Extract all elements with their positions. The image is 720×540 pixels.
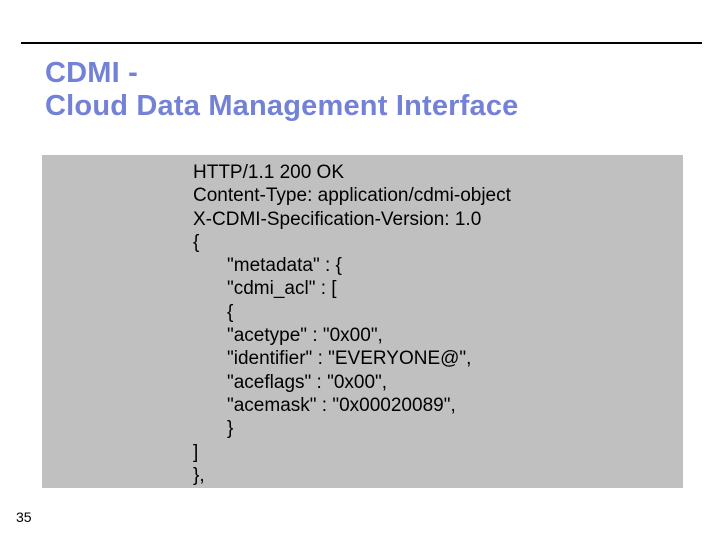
code-line: "identifier" : "EVERYONE@", <box>227 348 472 370</box>
slide-title: CDMI - Cloud Data Management Interface <box>45 57 519 123</box>
code-line: "cdmi_acl" : [ <box>227 278 337 300</box>
code-line: } <box>227 418 234 440</box>
code-line: { <box>227 301 234 323</box>
page-number: 35 <box>16 509 32 525</box>
code-line: Content-Type: application/cdmi-object <box>193 185 511 207</box>
slide-title-line-2: Cloud Data Management Interface <box>45 90 519 122</box>
code-line: X-CDMI-Specification-Version: 1.0 <box>193 208 482 230</box>
code-line: "acemask" : "0x00020089", <box>227 394 456 416</box>
code-line: { <box>193 231 200 253</box>
code-line: "acetype" : "0x00", <box>227 325 383 347</box>
code-line: HTTP/1.1 200 OK <box>193 162 345 183</box>
code-line: "aceflags" : "0x00", <box>227 371 388 393</box>
code-line: "metadata" : { <box>227 255 342 277</box>
top-divider-rule <box>21 42 702 44</box>
slide-title-line-1: CDMI - <box>45 57 139 89</box>
code-line: }, <box>193 464 205 486</box>
code-line: ] <box>193 441 199 463</box>
